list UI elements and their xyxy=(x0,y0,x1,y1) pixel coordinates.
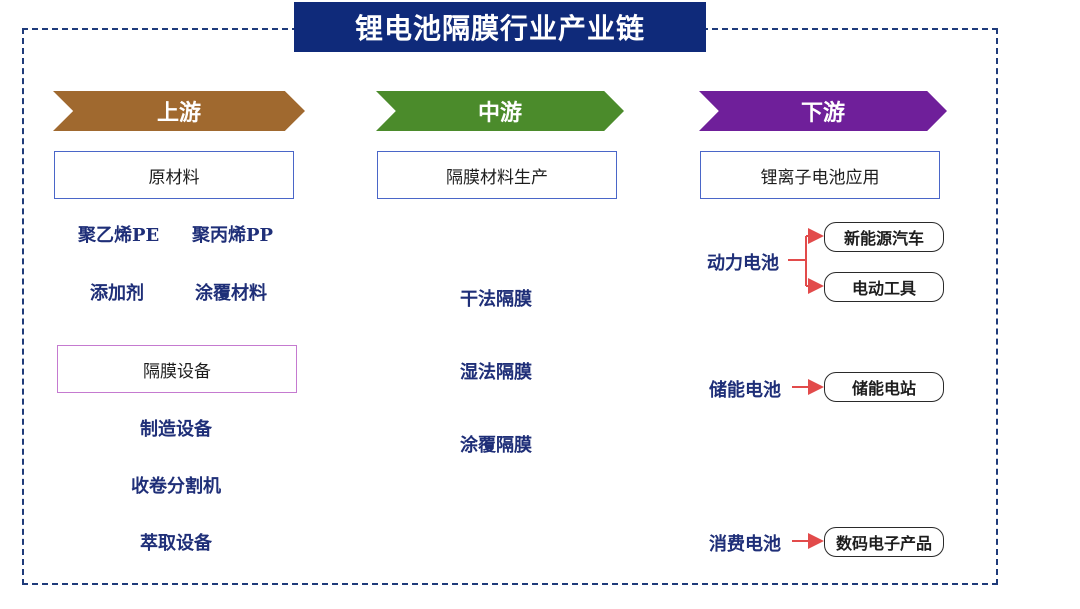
app-consumer-electronics: 数码电子产品 xyxy=(824,527,944,557)
material-additive: 添加剂 xyxy=(90,283,144,304)
stage-upstream-arrow: 上游 xyxy=(53,91,305,131)
midstream-item-dry: 干法隔膜 xyxy=(460,289,532,310)
material-coating: 涂覆材料 xyxy=(195,283,267,304)
equipment-extraction: 萃取设备 xyxy=(140,533,212,554)
equipment-manufacturing: 制造设备 xyxy=(140,419,212,440)
downstream-group-power: 动力电池 xyxy=(707,253,779,274)
downstream-box: 锂离子电池应用 xyxy=(700,151,940,199)
stage-midstream-arrow: 中游 xyxy=(376,91,624,131)
material-pp: 聚丙烯PP xyxy=(192,225,274,246)
midstream-item-coated: 涂覆隔膜 xyxy=(460,435,532,456)
upstream-materials-box: 原材料 xyxy=(54,151,294,199)
downstream-group-storage: 储能电池 xyxy=(709,380,781,401)
app-new-energy-vehicle: 新能源汽车 xyxy=(824,222,944,252)
midstream-item-wet: 湿法隔膜 xyxy=(460,362,532,383)
upstream-equipment-box: 隔膜设备 xyxy=(57,345,297,393)
stage-downstream-arrow: 下游 xyxy=(699,91,947,131)
equipment-slitter: 收卷分割机 xyxy=(131,476,221,497)
diagram-title: 锂电池隔膜行业产业链 xyxy=(294,2,706,52)
downstream-group-consumer: 消费电池 xyxy=(709,534,781,555)
app-storage-station: 储能电站 xyxy=(824,372,944,402)
app-power-tools: 电动工具 xyxy=(824,272,944,302)
material-pe: 聚乙烯PE xyxy=(78,225,160,246)
midstream-box: 隔膜材料生产 xyxy=(377,151,617,199)
